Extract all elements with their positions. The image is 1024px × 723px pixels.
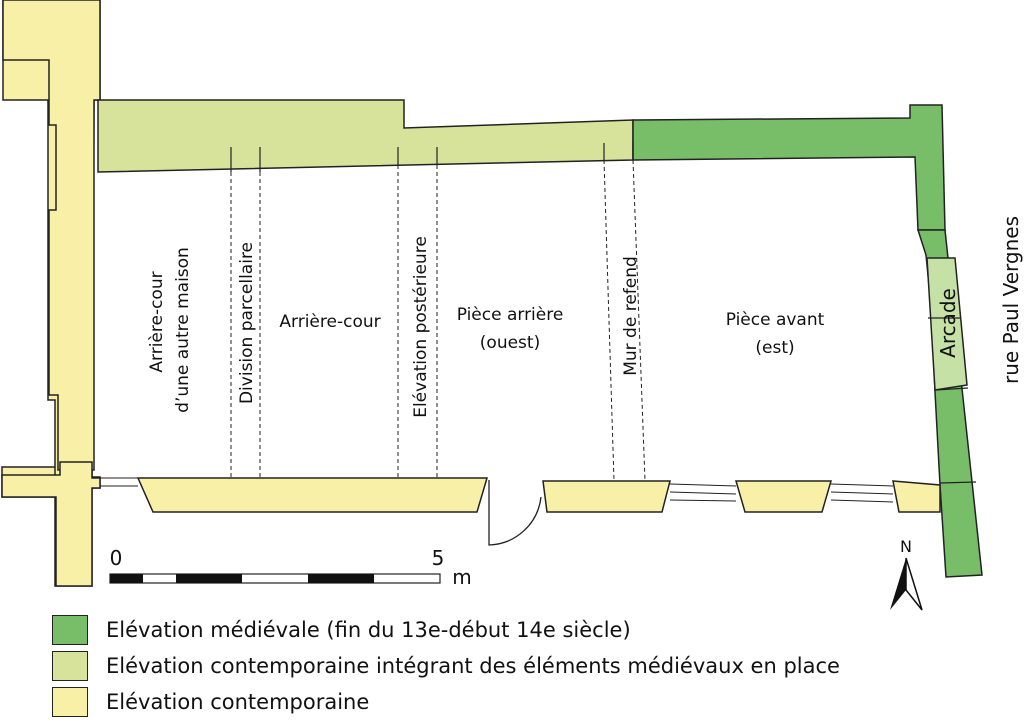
legend: Elévation médiévale (fin du 13e-début 14…: [52, 612, 952, 720]
label-piece-avant-line1: Pièce avant: [726, 310, 825, 330]
south-wall-segment-4: [892, 480, 941, 513]
wall-ticks: [230, 143, 634, 172]
label-arriere-cour-autre-line1: Arrière-cour: [147, 271, 167, 372]
openings: [100, 477, 894, 503]
north-wall-medieval: [632, 104, 946, 231]
door-swing: [488, 480, 542, 546]
division-lines: [230, 159, 646, 482]
scale-bar: [109, 573, 441, 584]
label-piece-avant-line2: (est): [755, 338, 794, 358]
legend-swatch-contemporary: [52, 687, 88, 717]
legend-swatch-medieval: [52, 615, 88, 645]
north-arrow-icon: [890, 557, 923, 611]
scale-end: 5: [432, 546, 445, 570]
label-street: rue Paul Vergnes: [999, 216, 1023, 384]
legend-item-mixed: Elévation contemporaine intégrant des él…: [52, 648, 952, 684]
south-wall-segment-2: [542, 480, 671, 513]
arcade-band: [926, 257, 968, 391]
south-wall-segment-1: [136, 477, 489, 513]
legend-text-medieval: Elévation médiévale (fin du 13e-début 14…: [106, 618, 631, 642]
left-wall-lower: [1, 461, 101, 587]
legend-swatch-mixed: [52, 651, 88, 681]
south-wall-segment-3: [735, 480, 832, 513]
label-division-parcellaire: Division parcellaire: [237, 242, 257, 404]
label-mur-de-refend: Mur de refend: [621, 256, 641, 376]
label-piece-arriere-line2: (ouest): [480, 333, 540, 353]
north-wall-mixed: [97, 99, 634, 173]
north-label: N: [900, 537, 912, 556]
label-arriere-cour: Arrière-cour: [279, 312, 380, 332]
legend-item-contemporary: Elévation contemporaine: [52, 684, 952, 720]
label-arcade: Arcade: [936, 288, 960, 358]
legend-text-contemporary: Elévation contemporaine: [106, 690, 370, 714]
legend-text-mixed: Elévation contemporaine intégrant des él…: [106, 654, 840, 678]
scale-unit: m: [452, 565, 471, 589]
scale-start: 0: [110, 546, 123, 570]
label-piece-arriere-line1: Pièce arrière: [457, 305, 564, 325]
legend-item-medieval: Elévation médiévale (fin du 13e-début 14…: [52, 612, 952, 648]
label-arriere-cour-autre-line2: d’une autre maison: [173, 247, 193, 413]
label-elevation-posterieure: Elévation postérieure: [411, 236, 431, 418]
